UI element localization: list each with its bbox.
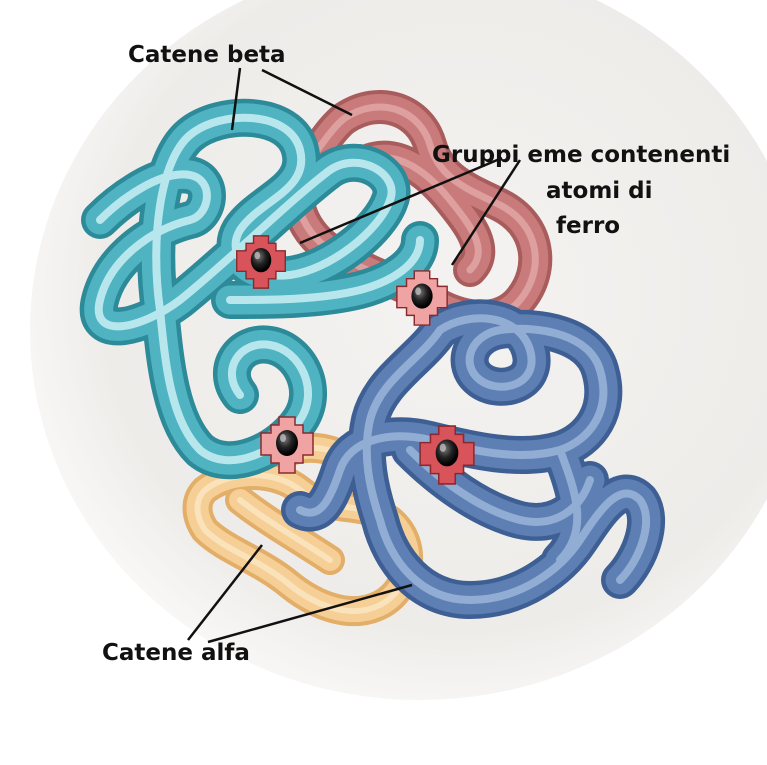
label-heme-groups-line3: ferro [556, 213, 620, 239]
label-heme-groups-line2: atomi di [546, 178, 653, 204]
label-beta-chains: Catene beta [128, 42, 286, 68]
label-alpha-chains: Catene alfa [102, 640, 250, 666]
label-heme-groups-line1: Gruppi eme contenenti [432, 142, 730, 168]
